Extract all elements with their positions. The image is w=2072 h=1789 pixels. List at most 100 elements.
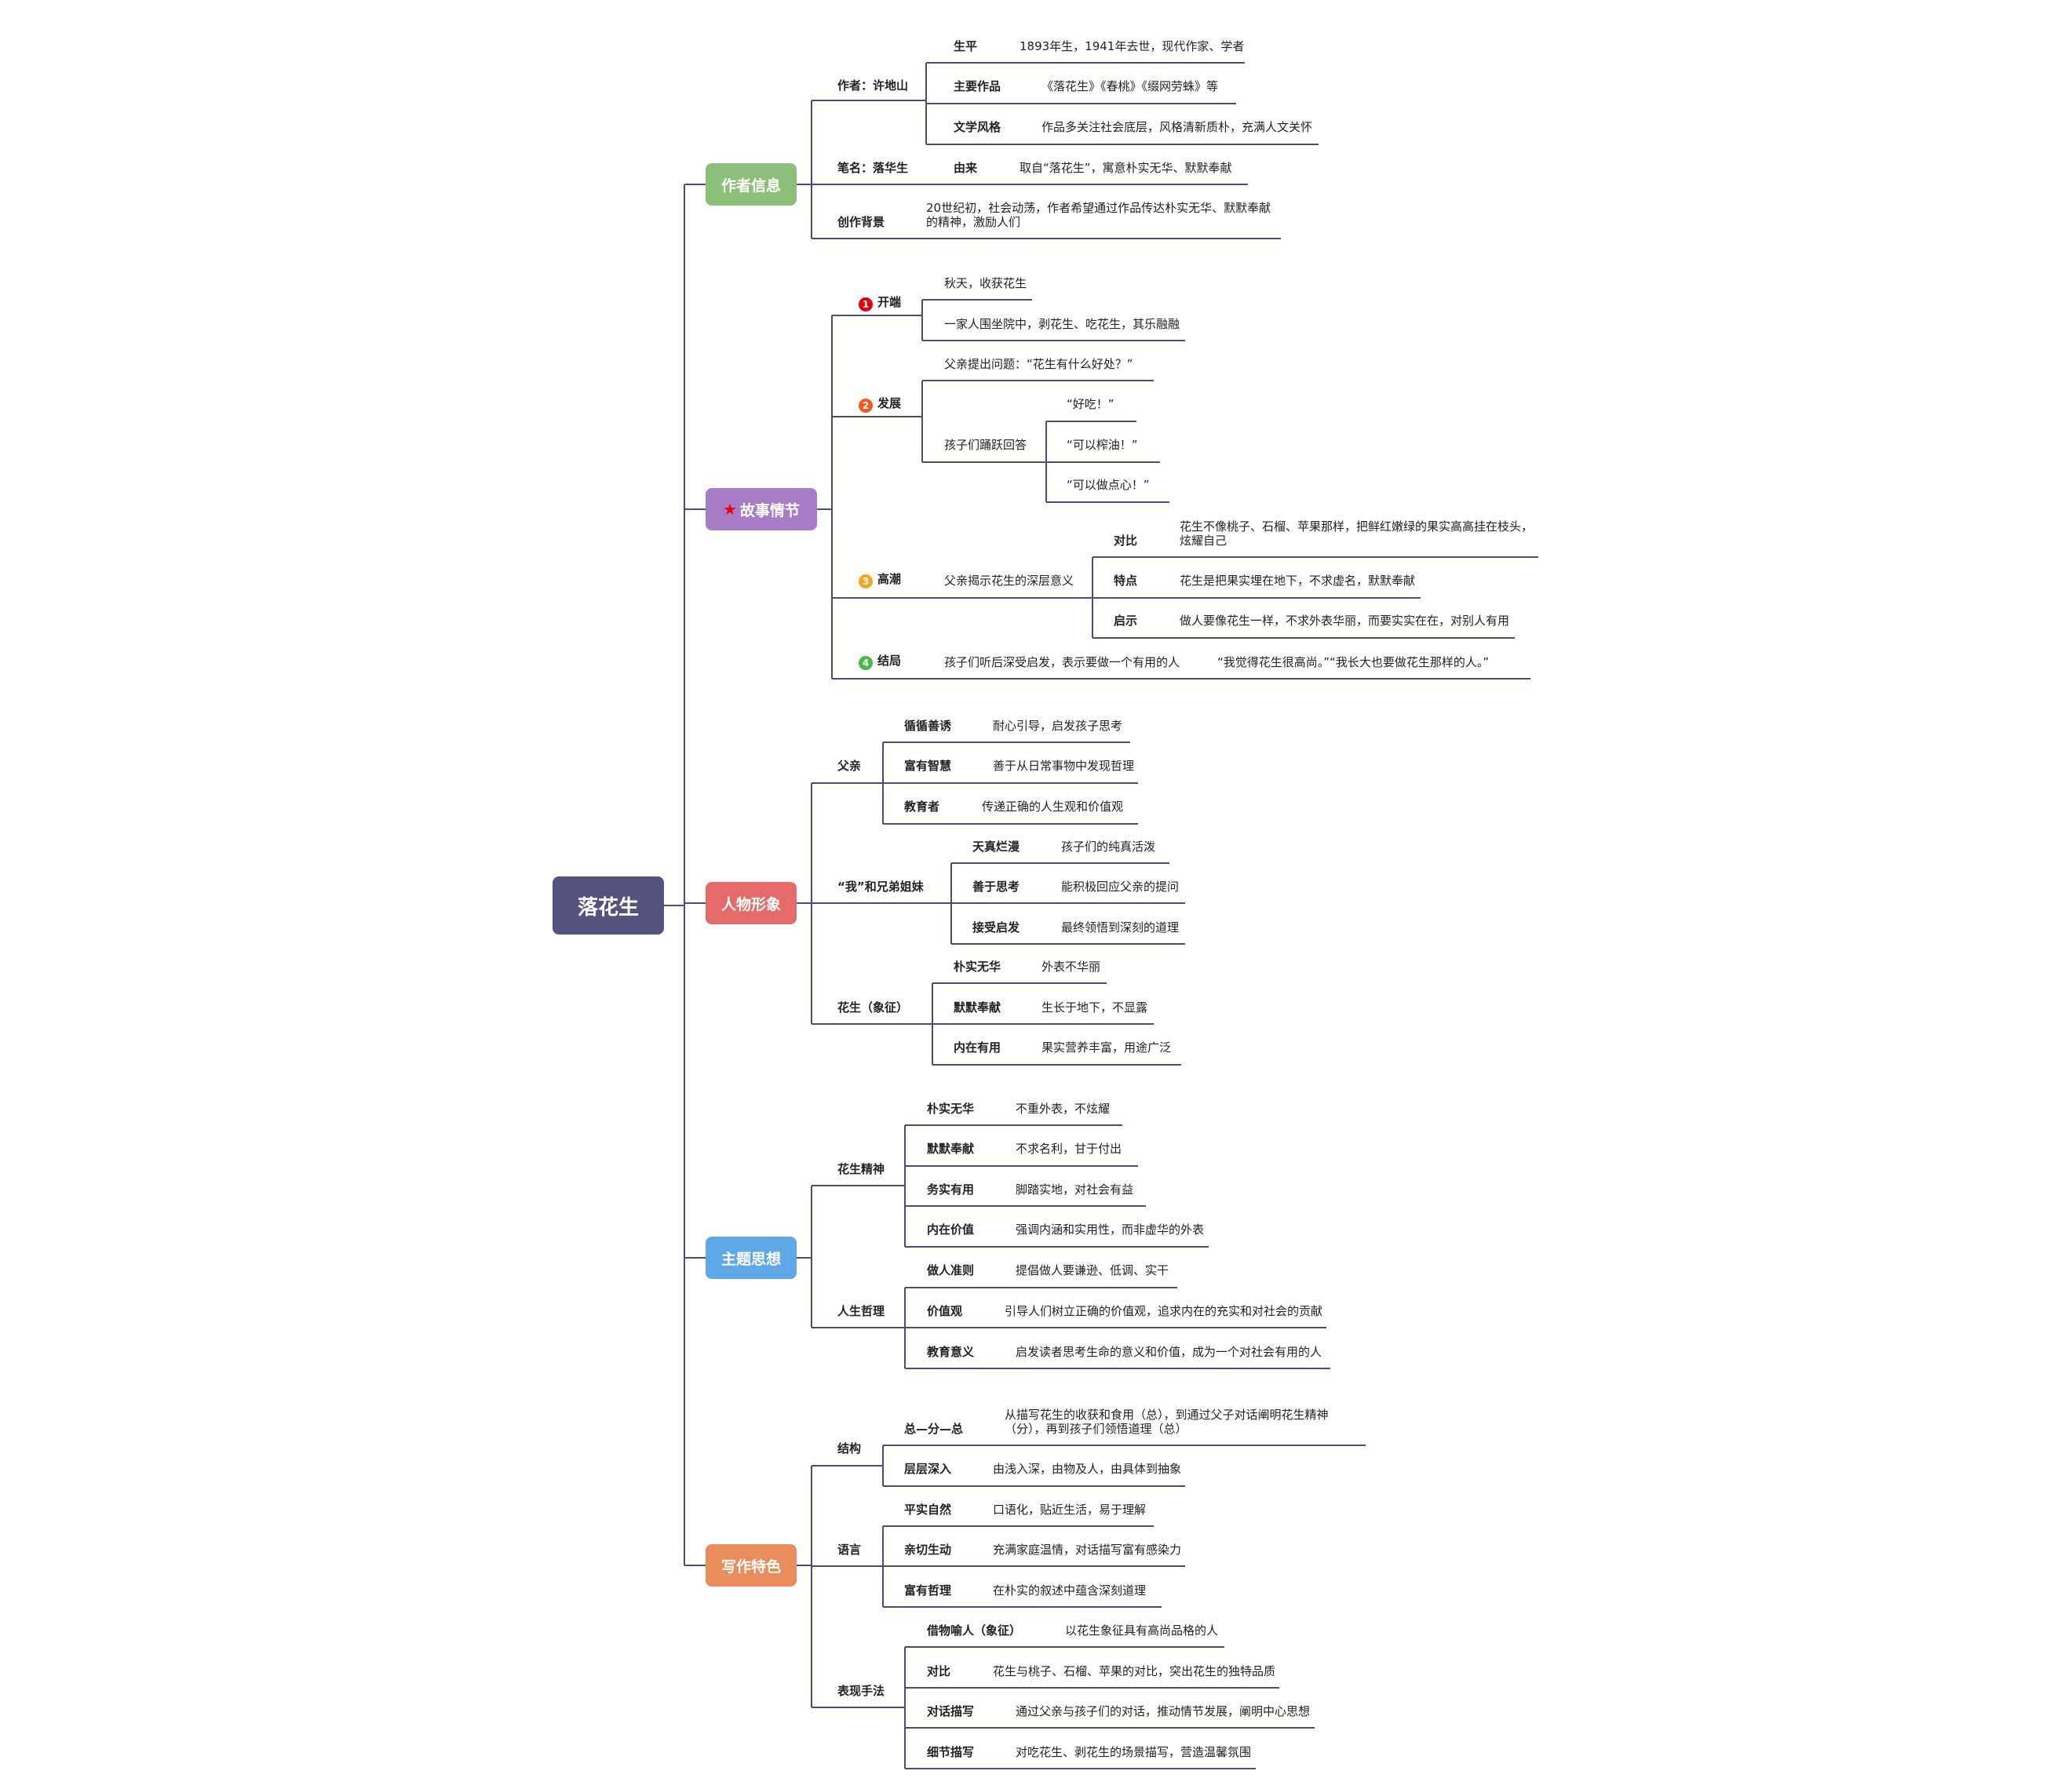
expression-1-key[interactable]: 借物喻人（象征） (927, 1623, 1022, 1638)
life-philosophy-node[interactable]: 人生哲理 (837, 1304, 885, 1318)
background-value[interactable]: 20世纪初，社会动荡，作者希望通过作品传达朴实无华、默默奉献的精神，激励人们 (926, 201, 1271, 229)
spirit-3-value[interactable]: 脚踏实地，对社会有益 (1016, 1182, 1134, 1197)
star-icon: ★ (723, 500, 737, 519)
spirit-node[interactable]: 花生精神 (837, 1162, 885, 1176)
branch-characters[interactable]: 人物形象 (706, 882, 797, 924)
branch-plot[interactable]: ★故事情节 (706, 488, 817, 530)
peanut-trait-3-key[interactable]: 内在有用 (954, 1040, 1001, 1055)
author-node[interactable]: 作者：许地山 (837, 78, 909, 93)
structure-2-value[interactable]: 由浅入深，由物及人，由具体到抽象 (993, 1462, 1182, 1476)
ending-detail[interactable]: 孩子们听后深受启发，表示要做一个有用的人 (944, 655, 1180, 669)
father-trait-1-key[interactable]: 循循善诱 (904, 719, 952, 733)
contrast-key[interactable]: 对比 (1114, 534, 1138, 548)
life-1-value[interactable]: 提倡做人要谦逊、低调、实干 (1016, 1263, 1169, 1277)
child-trait-3-value[interactable]: 最终领悟到深刻的道理 (1061, 920, 1180, 935)
father-trait-3-key[interactable]: 教育者 (904, 800, 940, 814)
language-2-key[interactable]: 亲切生动 (904, 1543, 952, 1557)
father-trait-2-value[interactable]: 善于从日常事物中发现哲理 (993, 759, 1135, 773)
expression-3-value[interactable]: 通过父亲与孩子们的对话，推动情节发展，阐明中心思想 (1016, 1704, 1311, 1718)
development-question[interactable]: 父亲提出问题：“花生有什么好处？” (944, 357, 1133, 371)
language-node[interactable]: 语言 (837, 1543, 862, 1557)
answer-1[interactable]: “好吃！” (1067, 397, 1114, 411)
expression-2-key[interactable]: 对比 (927, 1664, 951, 1678)
answer-3[interactable]: “可以做点心！” (1067, 478, 1150, 492)
structure-1-key[interactable]: 总—分—总 (904, 1422, 964, 1436)
expression-1-value[interactable]: 以花生象征具有高尚品格的人 (1065, 1623, 1219, 1638)
spirit-3-key[interactable]: 务实有用 (927, 1182, 975, 1197)
pen-name-node[interactable]: 笔名：落华生 (837, 161, 909, 175)
answer-2[interactable]: “可以榨油！” (1067, 438, 1138, 452)
father-trait-3-value[interactable]: 传递正确的人生观和价值观 (982, 800, 1124, 814)
child-trait-2-key[interactable]: 善于思考 (972, 880, 1020, 894)
number-1-icon: 1 (859, 297, 873, 312)
style-key[interactable]: 文学风格 (954, 120, 1001, 134)
bio-key[interactable]: 生平 (954, 39, 978, 53)
feature-key[interactable]: 特点 (1114, 574, 1138, 588)
life-3-value[interactable]: 启发读者思考生命的意义和价值，成为一个对社会有用的人 (1016, 1345, 1322, 1359)
language-1-value[interactable]: 口语化，贴近生活，易于理解 (993, 1503, 1147, 1517)
contrast-value[interactable]: 花生不像桃子、石榴、苹果那样，把鲜红嫩绿的果实高高挂在枝头，炫耀自己 (1180, 519, 1534, 548)
language-2-value[interactable]: 充满家庭温情，对话描写富有感染力 (993, 1543, 1182, 1557)
insight-value[interactable]: 做人要像花生一样，不求外表华丽，而要实实在在，对别人有用 (1180, 614, 1510, 628)
father-trait-1-value[interactable]: 耐心引导，启发孩子思考 (993, 719, 1123, 733)
child-trait-3-key[interactable]: 接受启发 (972, 920, 1020, 935)
spirit-4-value[interactable]: 强调内涵和实用性，而非虚华的外表 (1016, 1222, 1205, 1237)
structure-2-key[interactable]: 层层深入 (904, 1462, 952, 1476)
climax-detail[interactable]: 父亲揭示花生的深层意义 (944, 574, 1074, 588)
insight-key[interactable]: 启示 (1114, 614, 1138, 628)
spirit-1-value[interactable]: 不重外表，不炫耀 (1016, 1102, 1111, 1116)
expression-3-key[interactable]: 对话描写 (927, 1704, 975, 1718)
spirit-1-key[interactable]: 朴实无华 (927, 1102, 975, 1116)
peanut-trait-2-key[interactable]: 默默奉献 (954, 1000, 1001, 1015)
branch-theme[interactable]: 主题思想 (706, 1237, 797, 1279)
branch-plot-label: 故事情节 (739, 501, 800, 519)
structure-node[interactable]: 结构 (837, 1441, 862, 1456)
works-key[interactable]: 主要作品 (954, 79, 1001, 93)
expression-2-value[interactable]: 花生与桃子、石榴、苹果的对比，突出花生的独特品质 (993, 1664, 1276, 1678)
beginning-detail-1[interactable]: 秋天，收获花生 (944, 276, 1027, 290)
father-node[interactable]: 父亲 (837, 759, 862, 773)
child-trait-1-key[interactable]: 天真烂漫 (972, 840, 1020, 854)
beginning-detail-2[interactable]: 一家人围坐院中，剥花生、吃花生，其乐融融 (944, 317, 1180, 331)
style-value[interactable]: 作品多关注社会底层，风格清新质朴，充满人文关怀 (1041, 120, 1313, 134)
language-3-key[interactable]: 富有哲理 (904, 1583, 952, 1598)
origin-key[interactable]: 由来 (954, 161, 978, 175)
peanut-trait-1-key[interactable]: 朴实无华 (954, 960, 1001, 974)
language-1-key[interactable]: 平实自然 (904, 1503, 952, 1517)
background-node[interactable]: 创作背景 (837, 215, 885, 229)
works-value[interactable]: 《落花生》《春桃》《缀网劳蛛》等 (1041, 79, 1219, 93)
origin-value[interactable]: 取自“落花生”，寓意朴实无华、默默奉献 (1020, 161, 1232, 175)
branch-writing[interactable]: 写作特色 (706, 1544, 797, 1587)
life-3-key[interactable]: 教育意义 (927, 1345, 975, 1359)
stage-beginning[interactable]: 1 开端 (859, 295, 901, 312)
stage-beginning-label: 开端 (877, 295, 902, 309)
life-2-key[interactable]: 价值观 (927, 1304, 963, 1318)
branch-author-info[interactable]: 作者信息 (706, 163, 797, 206)
peanut-trait-3-value[interactable]: 果实营养丰富，用途广泛 (1041, 1040, 1172, 1055)
peanut-trait-1-value[interactable]: 外表不华丽 (1041, 960, 1101, 974)
spirit-4-key[interactable]: 内在价值 (927, 1222, 975, 1237)
father-trait-2-key[interactable]: 富有智慧 (904, 759, 952, 773)
child-trait-2-value[interactable]: 能积极回应父亲的提问 (1061, 880, 1180, 894)
children-node[interactable]: “我”和兄弟姐妹 (837, 880, 924, 894)
expression-node[interactable]: 表现手法 (837, 1684, 885, 1698)
spirit-2-value[interactable]: 不求名利，甘于付出 (1016, 1142, 1122, 1156)
root-node[interactable]: 落花生 (553, 876, 664, 935)
peanut-node[interactable]: 花生（象征） (837, 1000, 909, 1015)
child-trait-1-value[interactable]: 孩子们的纯真活泼 (1061, 840, 1156, 854)
structure-1-value[interactable]: 从描写花生的收获和食用（总），到通过父子对话阐明花生精神（分），再到孩子们领悟道… (1005, 1408, 1329, 1436)
peanut-trait-2-value[interactable]: 生长于地下，不显露 (1041, 1000, 1148, 1015)
feature-value[interactable]: 花生是把果实埋在地下，不求虚名，默默奉献 (1180, 574, 1416, 588)
expression-4-key[interactable]: 细节描写 (927, 1745, 975, 1759)
expression-4-value[interactable]: 对吃花生、剥花生的场景描写，营造温馨氛围 (1016, 1745, 1252, 1759)
language-3-value[interactable]: 在朴实的叙述中蕴含深刻道理 (993, 1583, 1147, 1598)
spirit-2-key[interactable]: 默默奉献 (927, 1142, 975, 1156)
development-answers[interactable]: 孩子们踊跃回答 (944, 438, 1027, 452)
life-1-key[interactable]: 做人准则 (927, 1263, 975, 1277)
bio-value[interactable]: 1893年生，1941年去世，现代作家、学者 (1020, 39, 1245, 53)
life-2-value[interactable]: 引导人们树立正确的价值观，追求内在的充实和对社会的贡献 (1005, 1304, 1323, 1318)
ending-quote[interactable]: “我觉得花生很高尚。”“我长大也要做花生那样的人。” (1217, 655, 1490, 669)
